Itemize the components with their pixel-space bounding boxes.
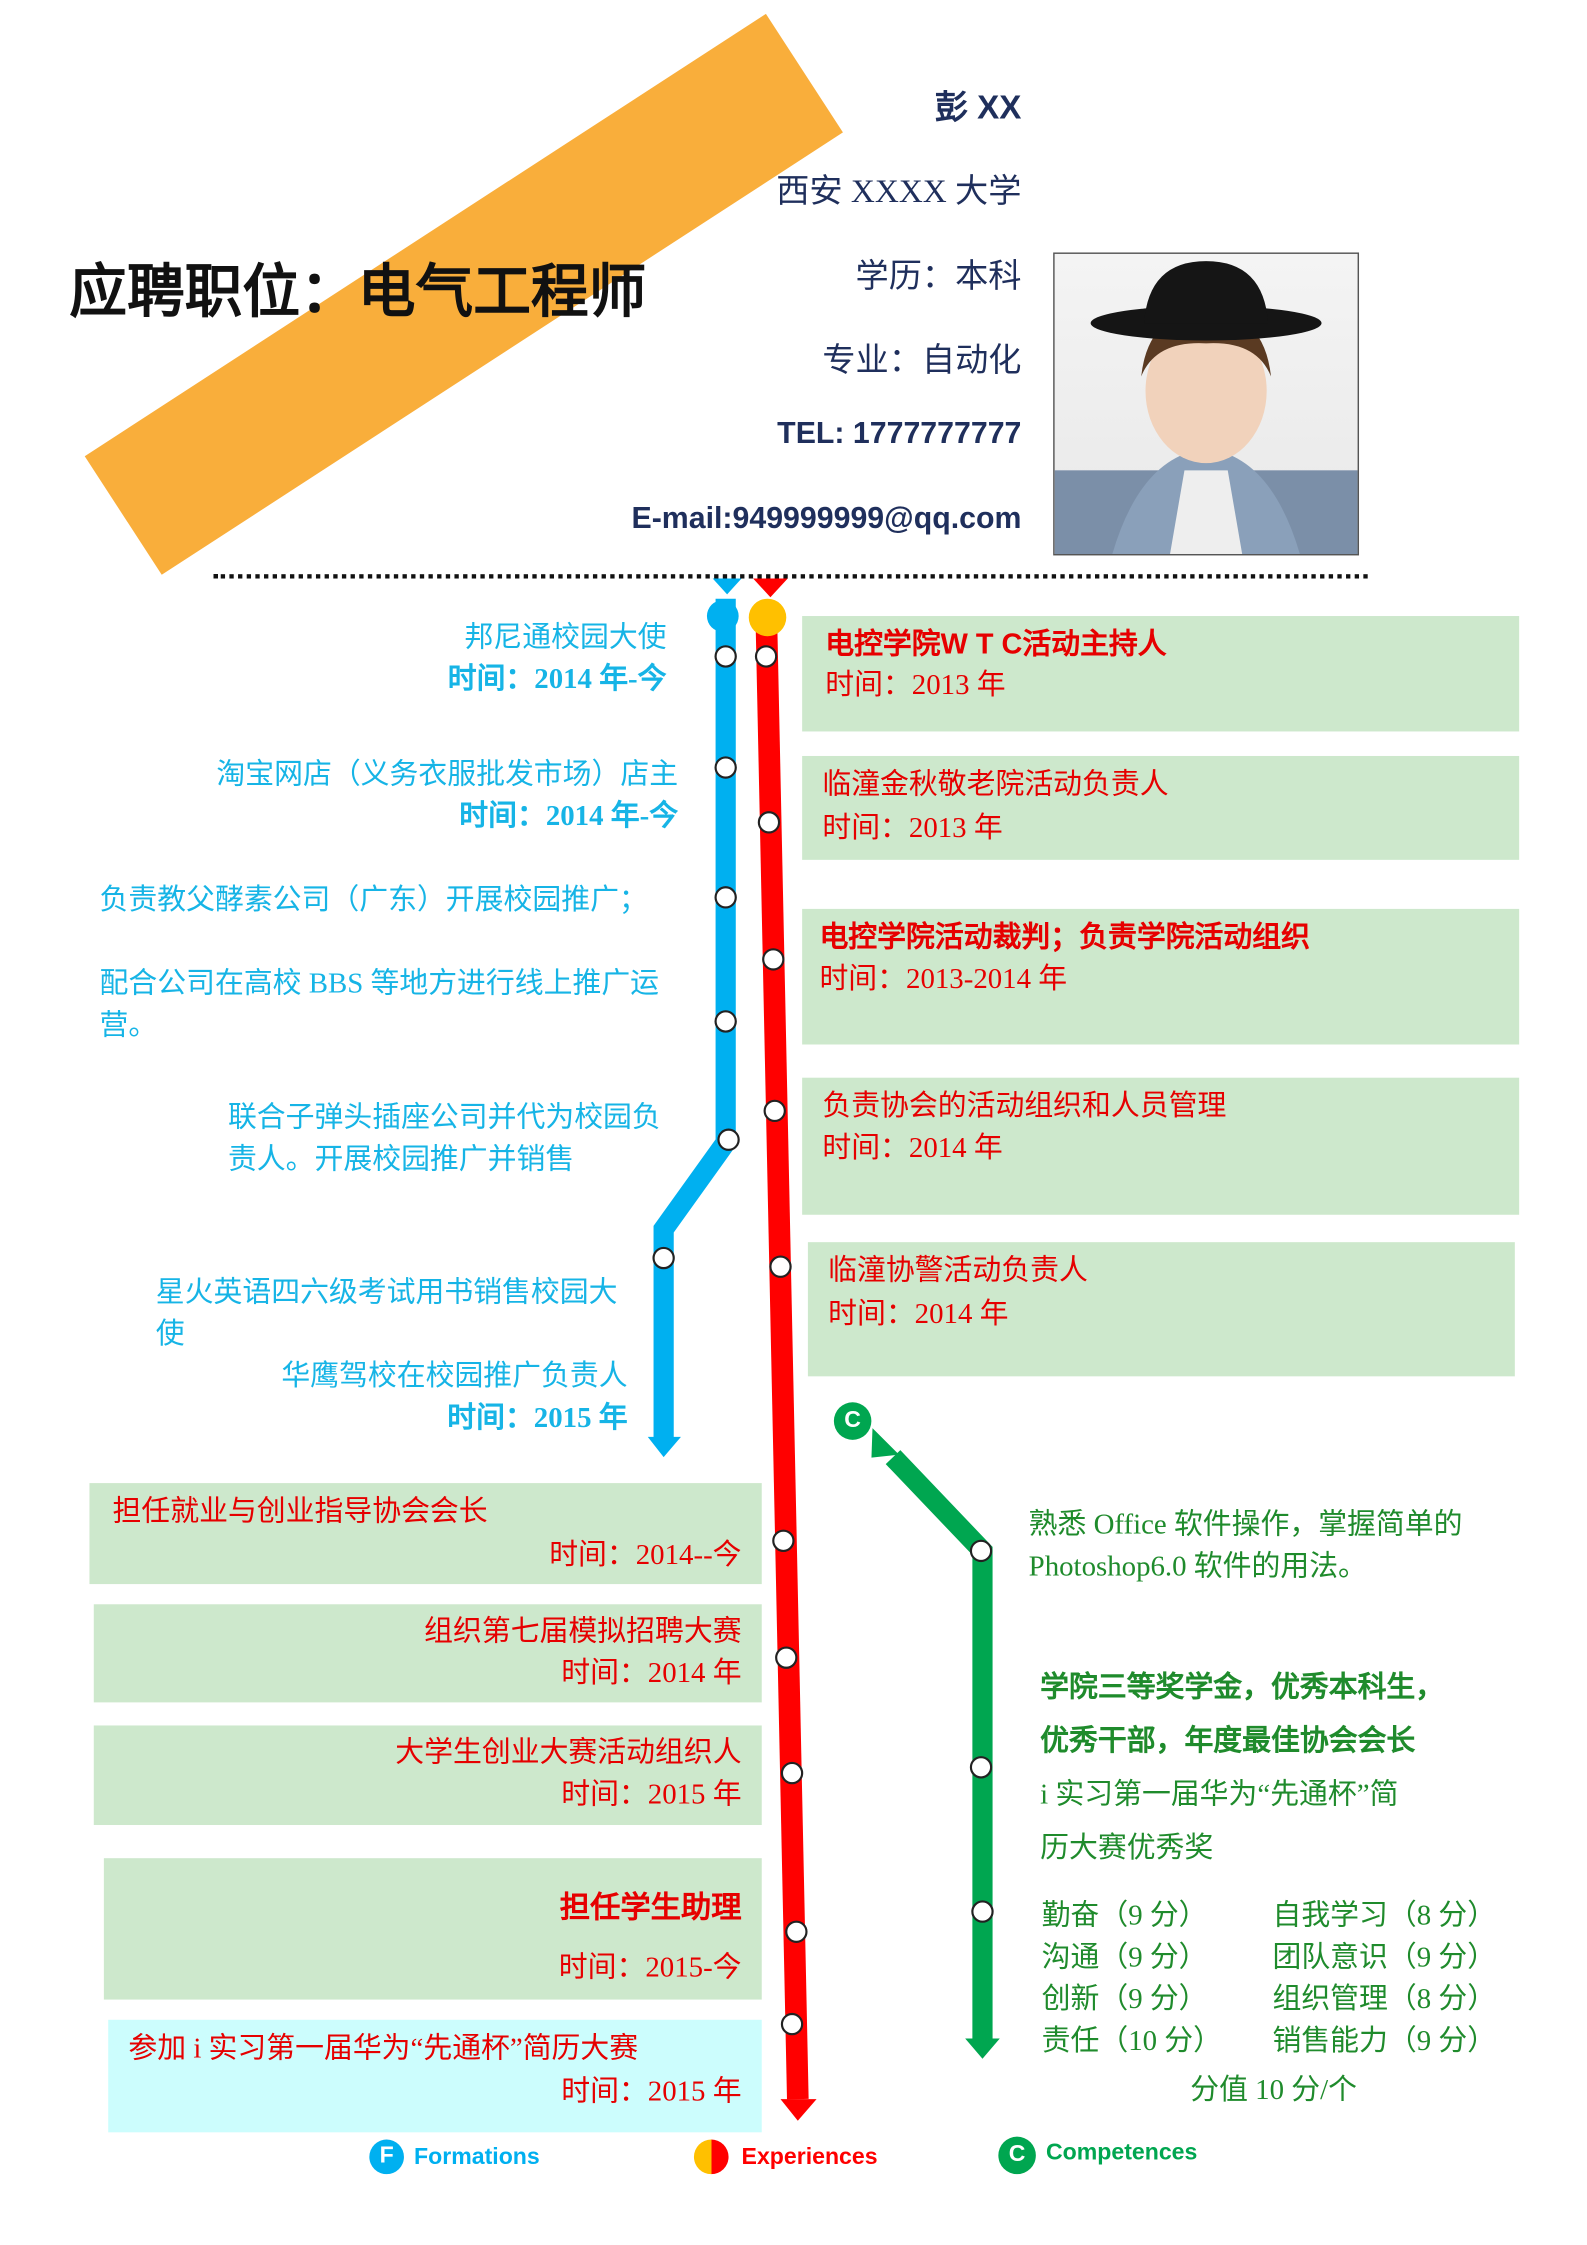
experience-title: 担任就业与创业指导协会会长 — [112, 1496, 488, 1528]
experience-time: 时间：2013-2014 年 — [819, 963, 1068, 996]
experience-time: 时间：2014 年 — [828, 1298, 1009, 1331]
formation-item: 淘宝网店（义务衣服批发市场）店主时间：2014 年-今 — [216, 758, 679, 833]
experience-time: 时间：2015 年 — [561, 2076, 742, 2108]
skill-item: 组织管理（8 分） — [1272, 1983, 1497, 2016]
skill-item: 销售能力（9 分） — [1272, 2025, 1497, 2058]
skill-item: 自我学习（8 分） — [1272, 1900, 1497, 1932]
green-line — [885, 1450, 993, 2042]
skill-item: 责任（10 分） — [1041, 2025, 1222, 2058]
experience-time: 时间：2014 年 — [561, 1657, 742, 1690]
experience-box: 担任就业与创业指导协会会长 时间：2014--今 — [89, 1483, 762, 1585]
legend-competences: Competences — [1045, 2140, 1198, 2166]
experience-title: 担任学生助理 — [559, 1891, 742, 1925]
blue-line — [653, 598, 736, 1440]
experience-box: 电控学院W T C活动主持人 时间：2013 年 — [802, 616, 1520, 732]
competences-legend-icon: C — [998, 2136, 1036, 2175]
experience-box: 大学生创业大赛活动组织人 时间：2015 年 — [93, 1725, 762, 1826]
experience-title: 临潼协警活动负责人 — [828, 1255, 1088, 1287]
experience-title: 电控学院活动裁判；负责学院活动组织 — [819, 921, 1310, 954]
red-arrow-icon — [780, 2099, 817, 2121]
experience-time: 时间：2013 年 — [825, 669, 1006, 702]
skill-item: 创新（9 分） — [1041, 1983, 1208, 2016]
profile-photo — [1053, 252, 1360, 556]
green-start-arrow-icon — [871, 1428, 900, 1458]
experience-time: 时间：2014 年 — [822, 1132, 1003, 1165]
experience-time: 时间：2013 年 — [822, 812, 1003, 844]
formations-start-dot — [706, 600, 739, 632]
child-portrait-icon — [1054, 261, 1358, 554]
experience-box: 组织第七届模拟招聘大赛 时间：2014 年 — [93, 1604, 762, 1703]
experience-box: 临潼协警活动负责人 时间：2014 年 — [807, 1242, 1515, 1377]
competences-start-icon: C — [833, 1402, 872, 1440]
experiences-start-dot — [748, 598, 787, 637]
blue-start-arrow-icon — [712, 578, 742, 595]
experience-time: 时间：2015-今 — [558, 1951, 742, 1984]
red-start-arrow-icon — [753, 578, 788, 598]
experience-box: 电控学院活动裁判；负责学院活动组织 时间：2013-2014 年 — [802, 908, 1520, 1045]
skill-item: 团队意识（9 分） — [1272, 1941, 1497, 1974]
experience-time: 时间：2015 年 — [561, 1778, 742, 1811]
blue-arrow-icon — [647, 1436, 681, 1458]
experience-title: 组织第七届模拟招聘大赛 — [424, 1615, 742, 1648]
formation-item: 华鹰驾校在校园推广负责人时间：2015 年 — [281, 1360, 628, 1435]
experience-title: 大学生创业大赛活动组织人 — [395, 1737, 742, 1769]
position-title: 应聘职位：电气工程师 — [69, 259, 647, 325]
competence-awards: 学院三等奖学金，优秀本科生，优秀干部，年度最佳协会会长 — [1040, 1672, 1445, 1758]
experience-title: 临潼金秋敬老院活动负责人 — [822, 768, 1169, 801]
school: 西安 XXXX 大学 — [776, 173, 1022, 210]
timeline-stops — [652, 645, 994, 2036]
education: 学历：本科 — [855, 258, 1022, 295]
skills-grid: 勤奋（9 分） 自我学习（8 分） 沟通（9 分） 团队意识（9 分） 创新（9 分… — [1042, 1896, 1518, 2063]
experiences-legend-icon — [693, 2139, 729, 2175]
skill-item: 沟通（9 分） — [1041, 1941, 1208, 1974]
green-arrow-icon — [965, 2038, 1000, 2059]
tel: TEL: 1777777777 — [777, 416, 1022, 451]
legend-formations: Formations — [414, 2145, 540, 2170]
experience-title: 电控学院W T C活动主持人 — [825, 629, 1167, 661]
major: 专业：自动化 — [822, 341, 1022, 378]
formation-item: 邦尼通校园大使时间：2014 年-今 — [447, 621, 667, 696]
experience-title: 参加 i 实习第一届华为“先通杯”简历大赛 — [128, 2032, 639, 2065]
divider-dotted — [213, 574, 1368, 579]
skills-scale-note: 分值 10 分/个 — [1190, 2074, 1357, 2107]
legend-experiences: Experiences — [741, 2145, 878, 2170]
experience-box-highlight: 参加 i 实习第一届华为“先通杯”简历大赛 时间：2015 年 — [108, 2019, 762, 2133]
formation-item: 联合子弹头插座公司并代为校园负责人。开展校园推广并销售 — [227, 1102, 661, 1176]
red-line — [755, 605, 809, 2100]
skill-item: 勤奋（9 分） — [1041, 1900, 1208, 1932]
experience-box: 临潼金秋敬老院活动负责人 时间：2013 年 — [802, 755, 1520, 860]
formation-item: 配合公司在高校 BBS 等地方进行线上推广运营。 — [99, 968, 660, 1042]
competence-award-huawei: i 实习第一届华为“先通杯”简历大赛优秀奖 — [1040, 1778, 1399, 1864]
formation-item: 星火英语四六级考试用书销售校园大使 — [155, 1276, 618, 1351]
formations-legend-icon: F — [369, 2139, 404, 2175]
experience-box: 担任学生助理 时间：2015-今 — [103, 1858, 762, 2000]
formation-item: 负责教父酵素公司（广东）开展校园推广； — [99, 884, 648, 917]
experience-title: 负责协会的活动组织和人员管理 — [822, 1090, 1227, 1123]
name: 彭 XX — [934, 88, 1022, 126]
competence-software: 熟悉 Office 软件操作，掌握简单的 Photoshop6.0 软件的用法。 — [1028, 1509, 1463, 1583]
experience-box: 负责协会的活动组织和人员管理 时间：2014 年 — [802, 1077, 1520, 1215]
email: E-mail:949999999@qq.com — [631, 502, 1022, 536]
experience-time: 时间：2014--今 — [549, 1539, 742, 1572]
